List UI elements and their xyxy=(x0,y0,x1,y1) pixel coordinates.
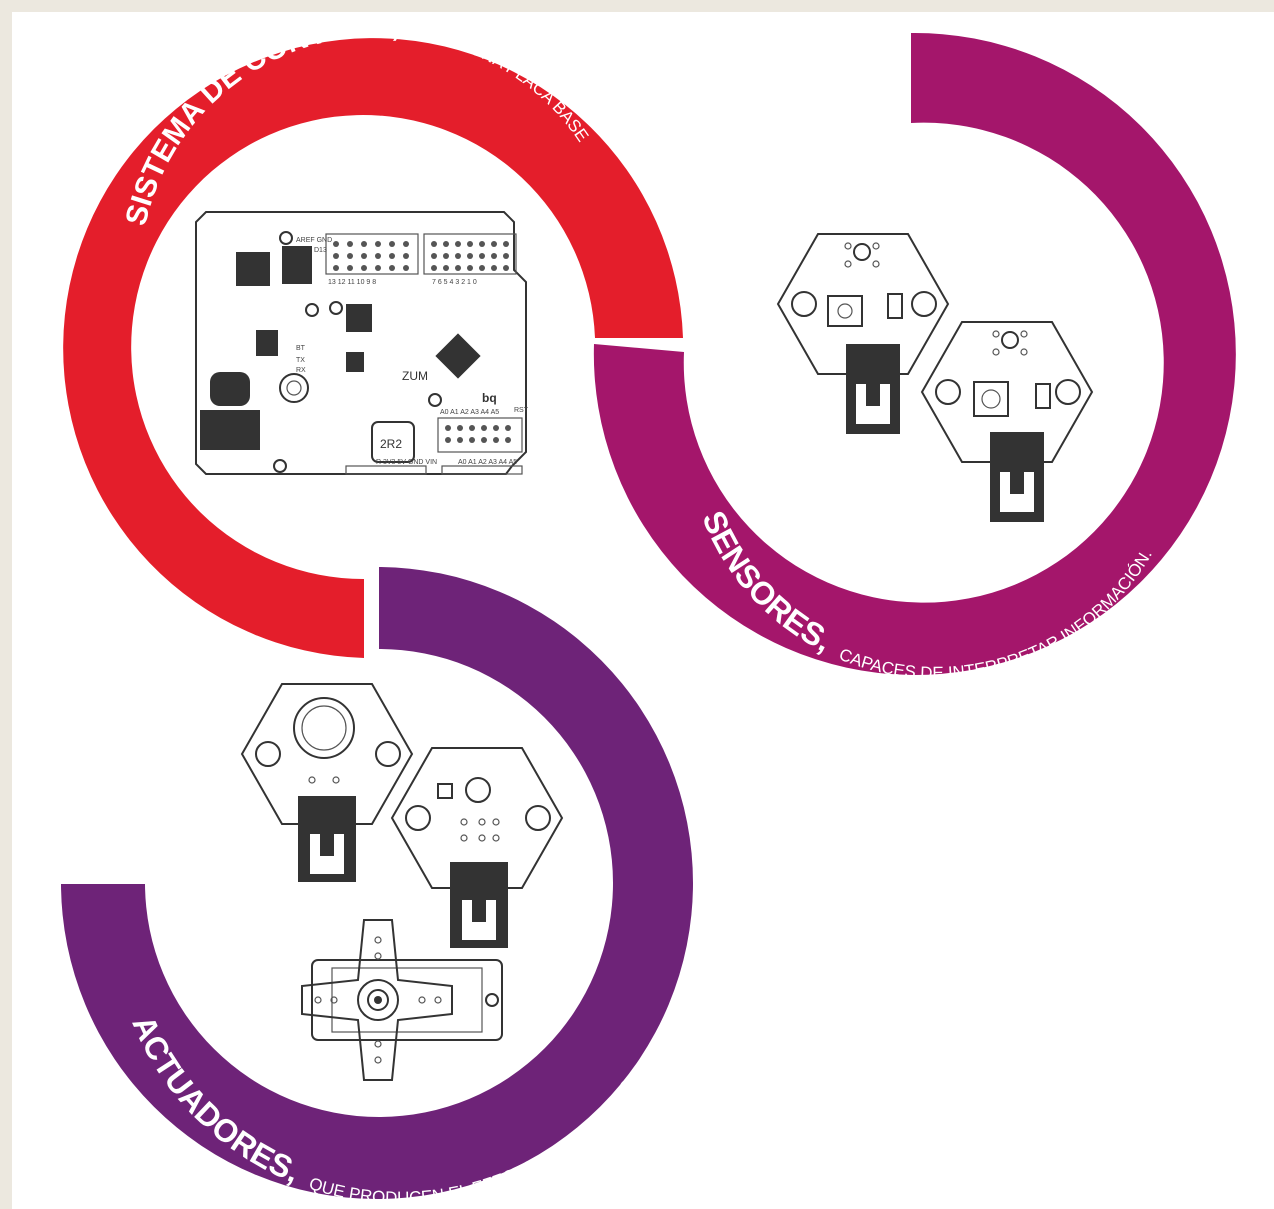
servo-motor xyxy=(301,919,503,1081)
analog-pins-top: A0 A1 A2 A3 A4 A5 xyxy=(440,409,499,416)
rst-label: RST xyxy=(514,407,529,414)
digital-pins-right-label: 7 6 5 4 3 2 1 0 xyxy=(432,279,477,286)
board-brand: bq xyxy=(482,391,497,405)
sensor-module-2 xyxy=(920,321,1094,522)
d13-label: D13 xyxy=(314,247,327,254)
regulator-chip xyxy=(236,252,270,286)
power-pins-label: R 3V3 5V GND VIN xyxy=(376,459,437,466)
small-chip xyxy=(256,330,278,356)
digital-header: 13 12 11 10 9 8 7 6 5 4 3 2 1 0 AREF GND xyxy=(296,233,517,286)
rx-label: RX xyxy=(296,367,306,374)
diagram-canvas: SISTEMA DE CONTROL, COMO UNA PLACA BASE … xyxy=(12,12,1274,1209)
mount-hole-5 xyxy=(305,303,319,317)
power-jack xyxy=(200,410,260,450)
sensor-module-1 xyxy=(776,233,950,434)
buzzer-module xyxy=(240,683,414,882)
analog-pins-label: A0 A1 A2 A3 A4 A5 xyxy=(458,459,517,466)
actuators-ring xyxy=(61,567,693,1199)
mount-hole-1 xyxy=(279,231,293,245)
inductor-label: 2R2 xyxy=(380,437,402,451)
board-name: ZUM xyxy=(402,369,428,383)
bt-label: BT xyxy=(296,345,306,352)
usb-chip xyxy=(282,246,312,284)
microcontroller xyxy=(435,333,481,379)
electrolytic-cap xyxy=(279,373,309,403)
driver-chip xyxy=(346,304,372,332)
aref-label: AREF GND xyxy=(296,237,332,244)
zum-board: 13 12 11 10 9 8 7 6 5 4 3 2 1 0 AREF GND… xyxy=(195,211,529,475)
transistor-chip xyxy=(346,352,364,372)
mount-hole-4 xyxy=(428,393,442,407)
tx-label: TX xyxy=(296,357,305,364)
mount-hole-2 xyxy=(329,301,343,315)
mount-hole-3 xyxy=(273,459,287,473)
led-module xyxy=(390,747,564,948)
components-diagram: SISTEMA DE CONTROL, COMO UNA PLACA BASE … xyxy=(61,12,1236,1207)
analog-header xyxy=(437,417,523,453)
inductor xyxy=(371,421,415,463)
digital-pins-label: 13 12 11 10 9 8 xyxy=(328,279,376,286)
capacitor xyxy=(210,372,250,406)
